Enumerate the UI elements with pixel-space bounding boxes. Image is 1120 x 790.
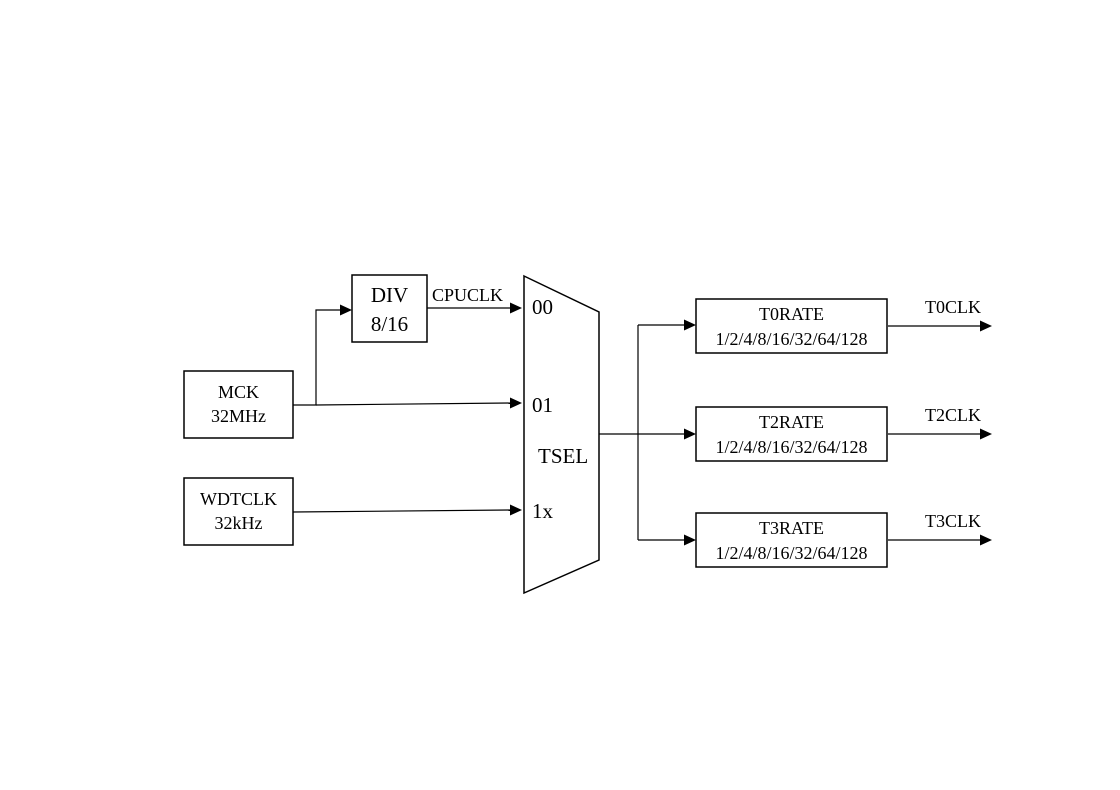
t3clk-label: T3CLK [925, 511, 981, 531]
t3rate-divisors: 1/2/4/8/16/32/64/128 [715, 543, 867, 563]
t2clk-label: T2CLK [925, 405, 981, 425]
t3rate-block: T3RATE 1/2/4/8/16/32/64/128 [695, 512, 888, 568]
arrow-into-t0rate [684, 319, 696, 331]
wdtclk-block: WDTCLK 32kHz [183, 477, 294, 546]
arrow-into-div [340, 304, 352, 316]
t0rate-name: T0RATE [759, 304, 824, 324]
arrow-t3clk-out [980, 534, 992, 546]
wdtclk-name: WDTCLK [200, 489, 277, 509]
t2rate-name: T2RATE [759, 412, 824, 432]
arrow-into-mux-01 [510, 397, 522, 409]
t0rate-divisors: 1/2/4/8/16/32/64/128 [715, 329, 867, 349]
arrow-into-mux-00 [510, 302, 522, 314]
mck-frequency: 32MHz [211, 406, 266, 426]
arrow-into-t2rate [684, 428, 696, 440]
t0rate-block: T0RATE 1/2/4/8/16/32/64/128 [695, 298, 888, 354]
div-block: DIV 8/16 [351, 274, 428, 343]
mux-input-1x: 1x [532, 499, 554, 523]
arrow-t2clk-out [980, 428, 992, 440]
wdtclk-frequency: 32kHz [215, 513, 263, 533]
div-ratio: 8/16 [371, 312, 408, 336]
arrow-into-mux-1x [510, 504, 522, 516]
mux-label: TSEL [538, 444, 588, 468]
div-name: DIV [371, 283, 408, 307]
t0clk-label: T0CLK [925, 297, 981, 317]
cpuclk-label: CPUCLK [432, 285, 503, 305]
mux-input-01: 01 [532, 393, 553, 417]
tsel-mux: 00 01 TSEL 1x [523, 274, 600, 595]
wire-wdtclk-to-mux-1x [292, 509, 513, 513]
wire-mck-to-mux-01 [315, 402, 513, 406]
mck-name: MCK [218, 382, 259, 402]
mux-input-00: 00 [532, 295, 553, 319]
t2rate-divisors: 1/2/4/8/16/32/64/128 [715, 437, 867, 457]
wire-mck-to-div [293, 309, 343, 406]
t3rate-name: T3RATE [759, 518, 824, 538]
arrow-t0clk-out [980, 320, 992, 332]
arrow-into-t3rate [684, 534, 696, 546]
t2rate-block: T2RATE 1/2/4/8/16/32/64/128 [695, 406, 888, 462]
mck-block: MCK 32MHz [183, 370, 294, 439]
